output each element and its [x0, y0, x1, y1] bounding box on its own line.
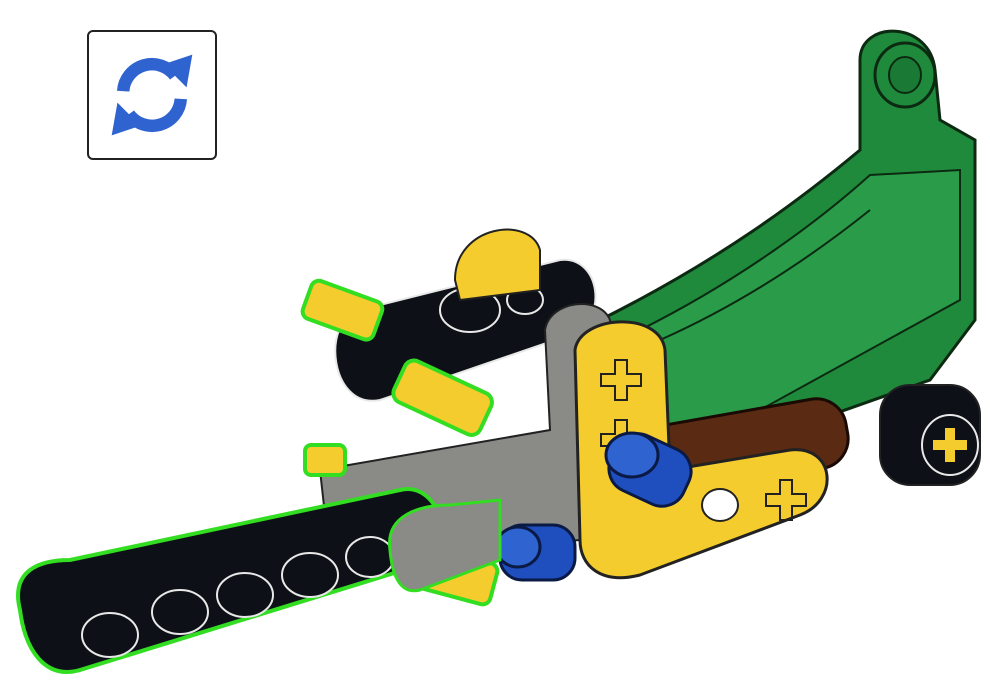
- yellow-angle-beam: [573, 320, 829, 580]
- blue-pin-upper: [604, 431, 693, 508]
- green-curved-panel: [598, 29, 977, 472]
- right-black-connector: [879, 384, 981, 486]
- rotate-icon: [111, 54, 193, 136]
- highlighted-yellow-axle-small: [303, 443, 347, 477]
- gray-beam-end: [388, 498, 502, 593]
- upper-black-beam: [334, 258, 597, 402]
- highlighted-black-long-beam: [16, 487, 444, 674]
- highlighted-yellow-axle-top: [300, 278, 385, 342]
- yellow-bush: [453, 228, 541, 302]
- blue-pin-lower: [494, 523, 577, 582]
- highlighted-yellow-axle-middle: [391, 358, 494, 437]
- rotate-view-button[interactable]: [87, 30, 217, 160]
